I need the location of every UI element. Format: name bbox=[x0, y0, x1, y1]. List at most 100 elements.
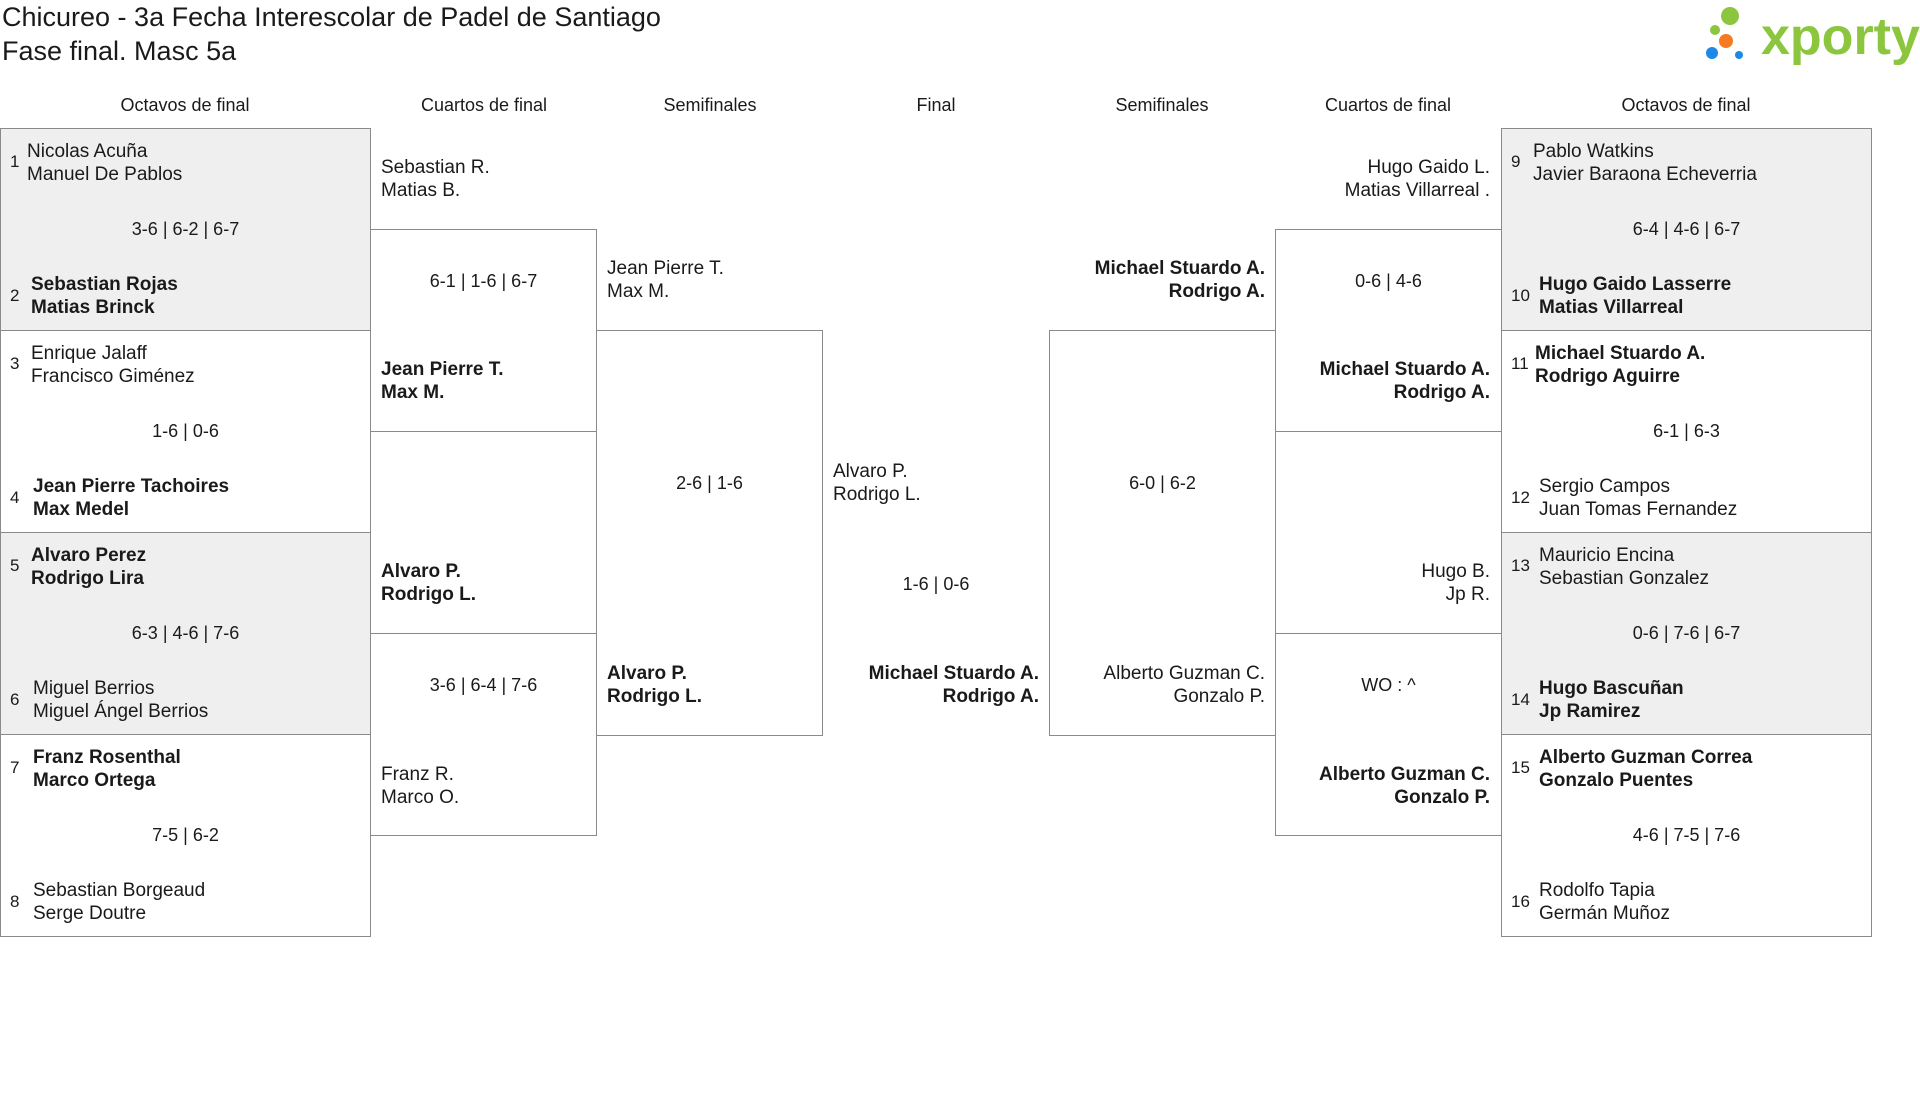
match-score: 1-6 | 0-6 bbox=[902, 574, 970, 594]
player-name: Marco O. bbox=[381, 787, 460, 808]
seed-number: 7 bbox=[10, 758, 20, 777]
player-name: Jean Pierre Tachoires bbox=[33, 476, 230, 497]
team-entry: Mauricio Encina Sebastian Gonzalez bbox=[1539, 544, 1709, 590]
match-box bbox=[0, 128, 371, 331]
bracket-connector bbox=[596, 330, 823, 736]
seed-number: 6 bbox=[10, 690, 20, 709]
seed-number: 12 bbox=[1511, 488, 1530, 507]
team-entry-winner: Alvaro P. Rodrigo L. bbox=[607, 662, 702, 708]
header-final: Final bbox=[916, 95, 956, 115]
player-name: Rodrigo L. bbox=[381, 584, 476, 605]
player-name: Germán Muñoz bbox=[1539, 903, 1670, 924]
team-entry-winner: Alberto Guzman C. Gonzalo P. bbox=[1319, 763, 1490, 809]
match-score: 3-6 | 6-4 | 7-6 bbox=[429, 675, 538, 695]
team-entry: Franz R. Marco O. bbox=[381, 763, 459, 809]
player-name: Miguel Ángel Berrios bbox=[33, 701, 209, 722]
seed-number: 8 bbox=[10, 892, 20, 911]
player-name: Jp Ramirez bbox=[1539, 701, 1641, 722]
player-name: Sebastian Rojas bbox=[31, 274, 178, 295]
team-entry: Miguel Berrios Miguel Ángel Berrios bbox=[33, 677, 208, 723]
player-name: Michael Stuardo A. bbox=[1319, 359, 1490, 380]
team-entry-winner: Franz Rosenthal Marco Ortega bbox=[33, 746, 181, 792]
player-name: Alvaro P. bbox=[381, 561, 461, 582]
team-entry: Enrique Jalaff Francisco Giménez bbox=[31, 342, 195, 388]
player-name: Michael Stuardo A. bbox=[868, 663, 1039, 684]
player-name: Enrique Jalaff bbox=[31, 343, 147, 364]
match-score: WO : ^ bbox=[1361, 675, 1416, 695]
player-name: Francisco Giménez bbox=[31, 366, 195, 387]
team-entry: Alberto Guzman C. Gonzalo P. bbox=[1103, 662, 1265, 708]
match-score: 0-6 | 7-6 | 6-7 bbox=[1632, 623, 1741, 643]
match-score: 6-0 | 6-2 bbox=[1129, 473, 1196, 493]
seed-number: 1 bbox=[10, 152, 20, 171]
player-name: Michael Stuardo A. bbox=[1094, 258, 1265, 279]
player-name: Rodrigo Aguirre bbox=[1535, 366, 1680, 387]
team-entry: Alvaro P. Rodrigo L. bbox=[833, 460, 921, 506]
match-score: 4-6 | 7-5 | 7-6 bbox=[1632, 825, 1741, 845]
team-entry: Sebastian R. Matias B. bbox=[381, 156, 490, 202]
match-score: 0-6 | 4-6 bbox=[1355, 271, 1422, 291]
seed-number: 13 bbox=[1511, 556, 1530, 575]
player-name: Sebastian Gonzalez bbox=[1539, 568, 1710, 589]
player-name: Gonzalo P. bbox=[1173, 686, 1265, 707]
player-name: Hugo Bascuñan bbox=[1539, 678, 1684, 699]
player-name: Jp R. bbox=[1445, 584, 1490, 605]
player-name: Rodrigo L. bbox=[607, 686, 702, 707]
team-entry-winner: Michael Stuardo A. Rodrigo A. bbox=[1320, 358, 1490, 404]
seed-number: 3 bbox=[10, 354, 20, 373]
player-name: Rodrigo A. bbox=[1393, 382, 1490, 403]
player-name: Franz R. bbox=[381, 764, 454, 785]
player-name: Alvaro P. bbox=[607, 663, 687, 684]
player-name: Michael Stuardo A. bbox=[1535, 343, 1706, 364]
team-entry-winner: Jean Pierre Tachoires Max Medel bbox=[33, 475, 229, 521]
player-name: Serge Doutre bbox=[33, 903, 147, 924]
player-name: Rodrigo A. bbox=[1168, 281, 1265, 302]
team-entry: Jean Pierre T. Max M. bbox=[607, 257, 724, 303]
seed-number: 5 bbox=[10, 556, 20, 575]
player-name: Marco Ortega bbox=[33, 770, 156, 791]
player-name: Hugo B. bbox=[1421, 561, 1490, 582]
team-entry-winner: Alberto Guzman Correa Gonzalo Puentes bbox=[1539, 746, 1752, 792]
player-name: Sebastian Borgeaud bbox=[33, 880, 206, 901]
match-score: 6-3 | 4-6 | 7-6 bbox=[131, 623, 240, 643]
header-cuartos-left: Cuartos de final bbox=[420, 95, 548, 115]
player-name: Rodrigo A. bbox=[942, 686, 1039, 707]
team-entry-winner: Michael Stuardo A. Rodrigo A. bbox=[1095, 257, 1265, 303]
seed-number: 16 bbox=[1511, 892, 1530, 911]
player-name: Alberto Guzman C. bbox=[1318, 764, 1490, 785]
player-name: Gonzalo Puentes bbox=[1539, 770, 1694, 791]
player-name: Matias Villarreal . bbox=[1344, 180, 1490, 201]
team-entry-winner: Hugo Gaido Lasserre Matias Villarreal bbox=[1539, 273, 1731, 319]
player-name: Sebastian R. bbox=[381, 157, 490, 178]
player-name: Jean Pierre T. bbox=[607, 258, 724, 279]
player-name: Matias Brinck bbox=[31, 297, 155, 318]
player-name: Alberto Guzman Correa bbox=[1539, 747, 1753, 768]
header-octavos-left: Octavos de final bbox=[120, 95, 250, 115]
match-score: 6-4 | 4-6 | 6-7 bbox=[1632, 219, 1741, 239]
player-name: Alvaro Perez bbox=[31, 545, 147, 566]
player-name: Pablo Watkins bbox=[1533, 141, 1654, 162]
seed-number: 2 bbox=[10, 286, 20, 305]
player-name: Nicolas Acuña bbox=[27, 141, 148, 162]
team-entry: Sergio Campos Juan Tomas Fernandez bbox=[1539, 475, 1737, 521]
match-score: 3-6 | 6-2 | 6-7 bbox=[131, 219, 240, 239]
team-entry: Rodolfo Tapia Germán Muñoz bbox=[1539, 879, 1670, 925]
team-entry: Hugo Gaido L. Matias Villarreal . bbox=[1345, 156, 1490, 202]
match-score: 2-6 | 1-6 bbox=[676, 473, 743, 493]
player-name: Alvaro P. bbox=[833, 461, 908, 482]
team-entry-winner: Jean Pierre T. Max M. bbox=[381, 358, 504, 404]
match-box bbox=[0, 532, 371, 735]
seed-number: 14 bbox=[1511, 690, 1530, 709]
player-name: Miguel Berrios bbox=[33, 678, 155, 699]
team-entry-winner: Michael Stuardo A. Rodrigo A. bbox=[869, 662, 1039, 708]
match-score: 7-5 | 6-2 bbox=[152, 825, 219, 845]
match-box bbox=[1501, 128, 1872, 331]
seed-number: 11 bbox=[1511, 354, 1529, 373]
player-name: Hugo Gaido Lasserre bbox=[1539, 274, 1732, 295]
player-name: Rodrigo Lira bbox=[31, 568, 144, 589]
player-name: Alberto Guzman C. bbox=[1103, 663, 1265, 684]
team-entry: Sebastian Borgeaud Serge Doutre bbox=[33, 879, 205, 925]
match-score: 6-1 | 1-6 | 6-7 bbox=[429, 271, 538, 291]
player-name: Manuel De Pablos bbox=[27, 164, 183, 185]
xporty-dots-icon bbox=[1706, 7, 1743, 59]
